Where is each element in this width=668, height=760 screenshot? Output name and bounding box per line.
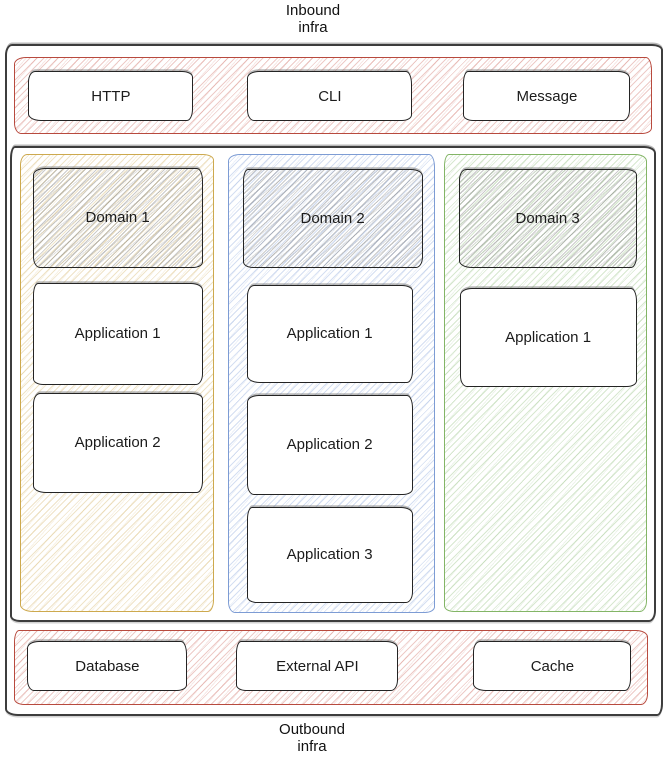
inbound-node-cli: CLI [247,71,413,122]
inbound-caption-line1: Inbound [285,2,341,19]
application-core-frame: Domain 1 Application 1 Application 2 Dom… [10,146,656,622]
outbound-infra-caption: Outbound infra [212,721,412,755]
inbound-node-message-label: Message [516,87,578,105]
domain-1-application-2-box: Application 2 [32,392,203,493]
domain-2-column: Domain 2 Application 1 Application 2 App… [228,154,435,613]
outbound-node-cache-label: Cache [530,657,575,675]
domain-3-header-box: Domain 3 [458,168,637,268]
domain-1-label: Domain 1 [85,209,150,227]
outbound-node-database-label: Database [75,657,140,675]
domain-2-application-2-box: Application 2 [246,394,413,495]
outbound-caption-line2: infra [297,738,327,755]
inbound-infra-caption: Inbound infra [213,2,413,36]
domain-3-label: Domain 3 [515,209,580,227]
inbound-node-message: Message [463,71,631,122]
domain-2-label: Domain 2 [300,209,365,227]
domain-2-application-1-box: Application 1 [246,284,413,383]
domain-3-column: Domain 3 Application 1 [444,154,647,612]
domain-1-column: Domain 1 Application 1 Application 2 [20,154,214,612]
domain-3-application-1-box: Application 1 [459,287,637,387]
domain-2-application-3-label: Application 3 [286,546,373,564]
domain-2-application-1-label: Application 1 [286,325,373,343]
outbound-infra-band: Database External API Cache [14,630,648,705]
domain-1-header-box: Domain 1 [32,167,203,268]
inbound-node-cli-label: CLI [318,87,342,105]
domain-2-application-2-label: Application 2 [286,436,373,454]
domain-3-application-1-label: Application 1 [505,328,592,346]
outbound-node-external-api: External API [236,641,399,692]
domain-1-application-2-label: Application 2 [74,434,161,452]
outbound-node-cache: Cache [473,641,632,692]
domain-2-header-box: Domain 2 [242,168,423,268]
outbound-node-external-api-label: External API [276,657,359,675]
domain-1-application-1-box: Application 1 [32,282,203,385]
outbound-node-database: Database [27,641,188,692]
domain-2-application-3-box: Application 3 [246,506,413,603]
inbound-caption-line2: infra [298,19,328,36]
outbound-caption-line1: Outbound [279,721,345,738]
inbound-node-http: HTTP [28,71,194,122]
inbound-infra-band: HTTP CLI Message [14,57,652,134]
domain-1-application-1-label: Application 1 [74,325,161,343]
inbound-node-http-label: HTTP [91,87,131,105]
system-boundary-frame: HTTP CLI Message Domain 1 Application 1 … [5,44,663,716]
